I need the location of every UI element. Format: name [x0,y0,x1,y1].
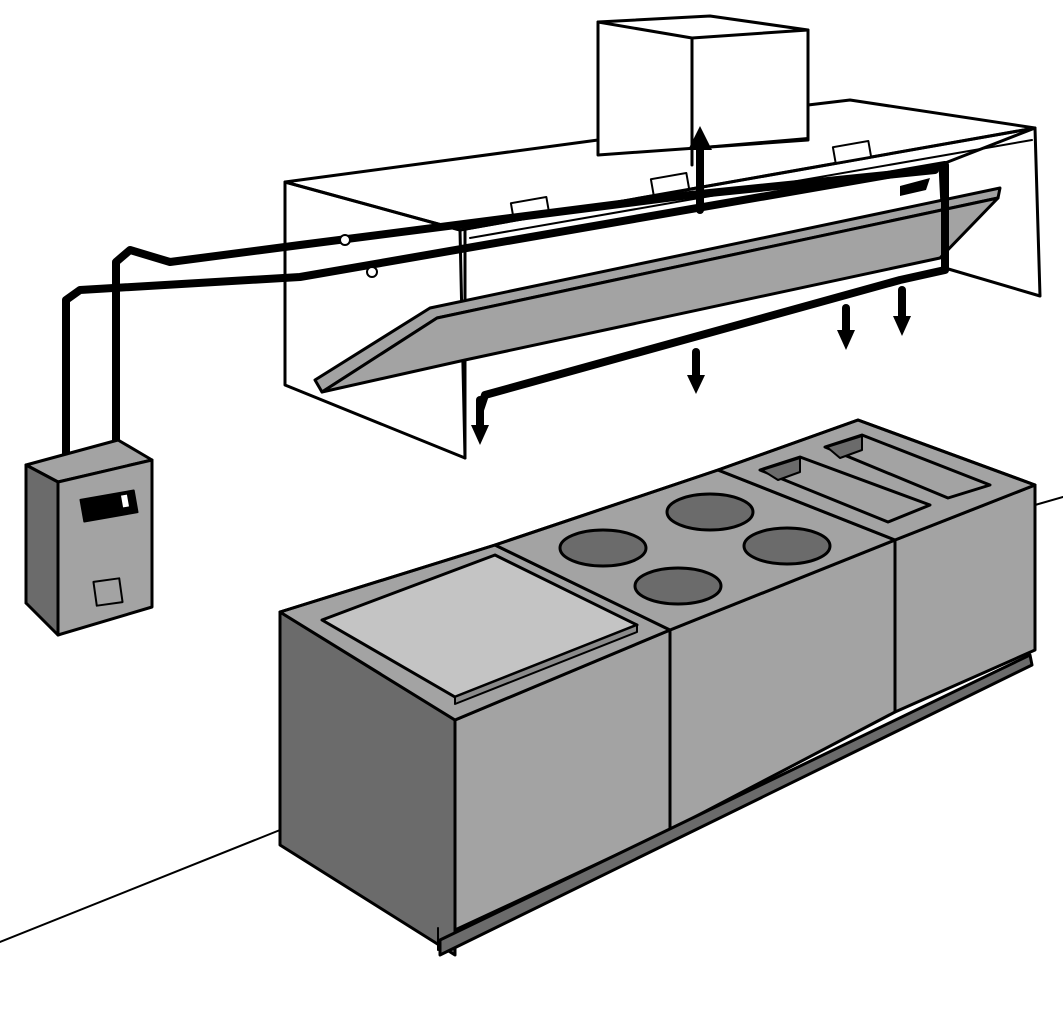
control-panel [24,438,154,637]
nozzle-icon [471,396,489,445]
nozzle-icon [837,304,855,350]
nozzle-icon [687,348,705,394]
burner-icon [665,492,755,532]
exhaust-duct [596,14,810,167]
burner-icon [742,526,832,566]
cooking-line [278,418,1037,957]
grease-filter [313,186,1002,394]
discharge-nozzles [471,286,911,445]
floor-lines [0,496,1063,943]
suppression-piping [62,161,949,459]
exhaust-flow-arrow-icon [688,126,712,214]
burner-icon [633,566,723,606]
burner-icon [558,528,648,568]
control-panel-button [92,577,124,607]
nozzle-icon [893,286,911,336]
